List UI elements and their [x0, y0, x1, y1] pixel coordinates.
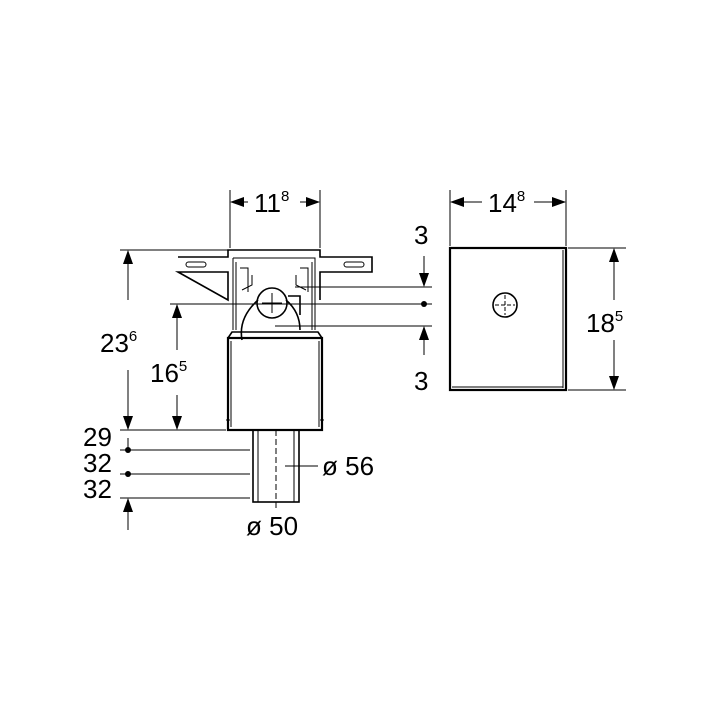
- dim-pitch-1: 29: [83, 422, 112, 452]
- outlet-pipe: [252, 429, 300, 510]
- inner-frame: [232, 257, 316, 330]
- dim-pitch-3: 32: [83, 474, 112, 504]
- cover-plate: [448, 246, 568, 392]
- bracket-slot-right: [343, 261, 365, 268]
- bracket-slot-left: [185, 261, 207, 268]
- cover-plate-hole: [492, 292, 518, 318]
- dim-offset-top: 3: [414, 220, 428, 250]
- pipe-inlet: [240, 287, 301, 341]
- dim-pitch-2: 32: [83, 448, 112, 478]
- dimension-labels: 118 148 185 3 3 236 165 29 32 32 ø 56 ø …: [83, 188, 623, 541]
- dimension-lines: [120, 190, 626, 530]
- dim-diameter-inner: ø 50: [246, 511, 298, 541]
- dim-right-width: 148: [488, 188, 525, 218]
- dim-offset-bottom: 3: [414, 366, 428, 396]
- dim-total-height: 236: [100, 328, 137, 358]
- dim-mid-height: 165: [150, 358, 187, 388]
- cover-plate-view: [448, 246, 568, 392]
- front-view: [174, 249, 373, 510]
- dim-diameter-outer: ø 56: [322, 451, 374, 481]
- box-body: [226, 336, 324, 432]
- dim-right-height: 185: [586, 308, 623, 338]
- mounting-bracket: [174, 249, 373, 302]
- dim-top-width: 118: [254, 188, 289, 218]
